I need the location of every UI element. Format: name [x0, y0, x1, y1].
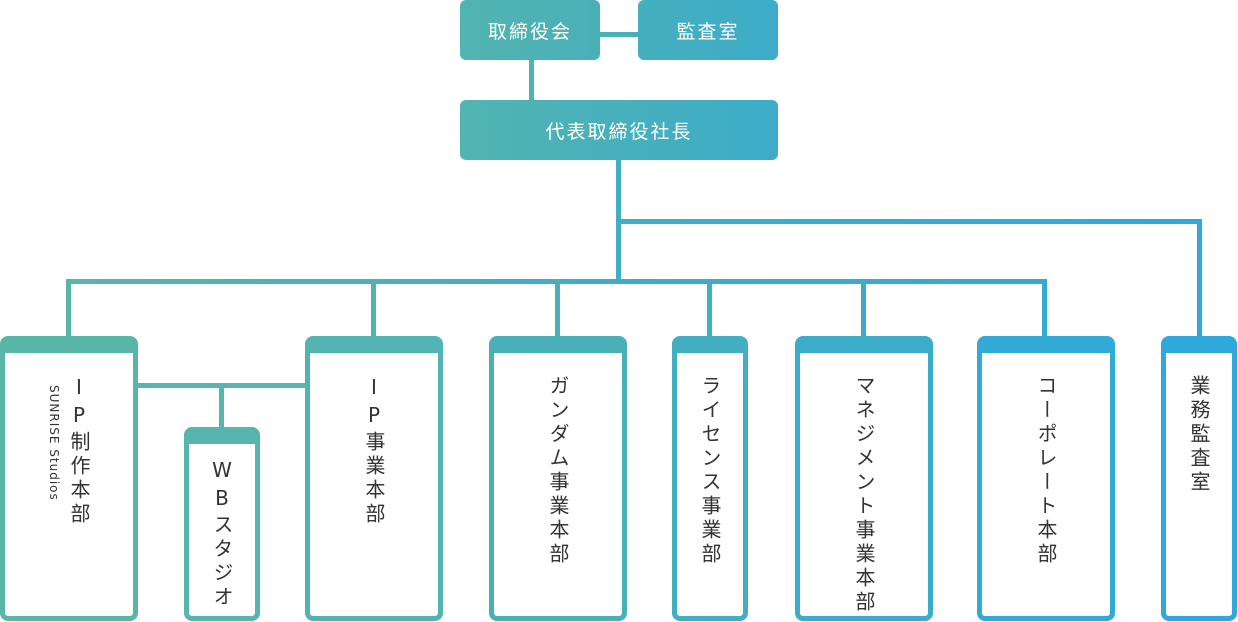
- dept-label-wb-studio: WBスタジオ: [210, 458, 234, 610]
- drop-line-management: [861, 279, 866, 338]
- dept-wb-studio: WBスタジオ: [184, 427, 260, 621]
- dept-label-gundam: ガンダム事業本部: [546, 375, 570, 567]
- wb-studio-drop-line: [219, 383, 224, 429]
- dept-label-internal-audit: 業務監査室: [1187, 375, 1211, 495]
- board-president-connector: [529, 58, 534, 102]
- dept-ip-production: IP制作本部 SUNRISE Studios: [0, 336, 138, 621]
- dept-license: ライセンス事業部: [672, 336, 748, 621]
- dept-label-corporate: コーポレート本部: [1034, 375, 1058, 567]
- board-audit-connector: [598, 32, 640, 37]
- board-of-directors-box: 取締役会: [460, 0, 600, 60]
- dept-corporate: コーポレート本部: [977, 336, 1115, 621]
- dept-gundam: ガンダム事業本部: [489, 336, 627, 621]
- dept-label-license: ライセンス事業部: [698, 375, 722, 567]
- drop-line-ip-production: [66, 279, 71, 338]
- dept-label-management: マネジメント事業本部: [852, 375, 876, 615]
- audit-drop-line: [1197, 219, 1202, 338]
- dept-label-ip-production: IP制作本部: [67, 375, 91, 527]
- president-label: 代表取締役社長: [545, 120, 693, 143]
- audit-office-box: 監査室: [638, 0, 778, 60]
- dept-label-ip-business: IP事業本部: [362, 375, 386, 527]
- dept-internal-audit: 業務監査室: [1161, 336, 1237, 621]
- drop-line-license: [707, 279, 712, 338]
- dept-ip-business: IP事業本部: [305, 336, 443, 621]
- dept-sublabel: SUNRISE Studios: [47, 385, 61, 501]
- president-box: 代表取締役社長: [460, 100, 778, 160]
- drop-line-gundam: [555, 279, 560, 338]
- dept-management: マネジメント事業本部: [795, 336, 933, 621]
- drop-line-ip-business: [371, 279, 376, 338]
- audit-office-label: 監査室: [676, 20, 740, 43]
- audit-branch-line: [616, 219, 1202, 224]
- drop-line-corporate: [1042, 279, 1047, 338]
- board-of-directors-label: 取締役会: [487, 20, 572, 43]
